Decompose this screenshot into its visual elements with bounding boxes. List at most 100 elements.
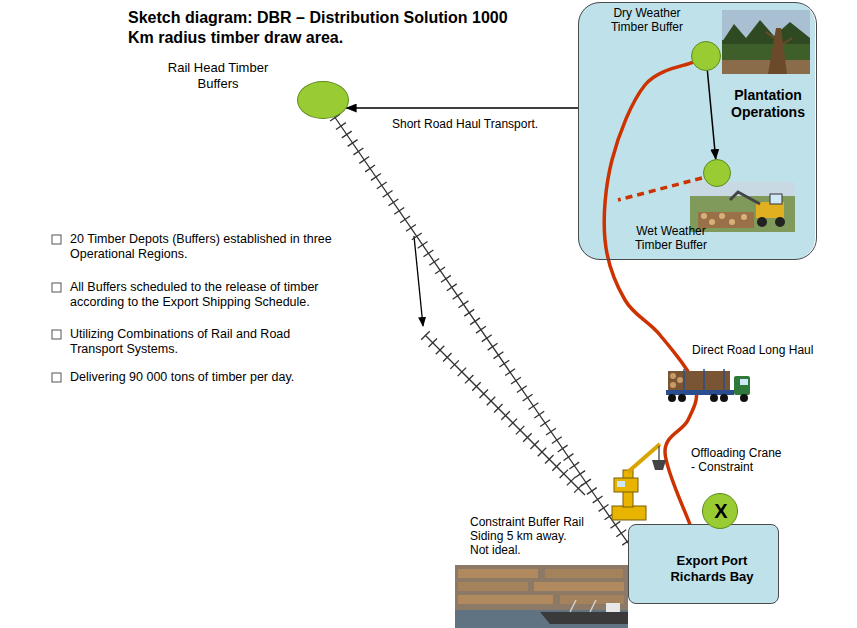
text-holder: Delivering 90 000 tons of timber per day… (70, 370, 332, 385)
buffer-label: Wet Weather Timber Buffer (625, 224, 717, 252)
text-holder: Offloading Crane - Constraint (691, 446, 785, 474)
haul-arrow (347, 107, 578, 109)
loader-photo (775, 217, 785, 227)
text-holder: Utilizing Combinations of Rail and Road … (70, 327, 332, 357)
rail-line (335, 117, 628, 543)
rail-line (335, 117, 628, 543)
log-truck (710, 394, 718, 402)
bullet-box (52, 330, 61, 339)
loader-photo (770, 194, 782, 204)
loader-photo (730, 192, 760, 204)
text-holder: Rail Head Timber Buffers (166, 60, 270, 92)
diagram-title: Sketch diagram: DBR – Distribution Solut… (128, 8, 508, 48)
siding-arrow (414, 236, 423, 326)
buffer-arrow (707, 71, 715, 159)
text-holder: Wet Weather Timber Buffer (625, 224, 717, 252)
haul-arrow (347, 108, 578, 109)
log-truck (678, 394, 686, 402)
text-holder: Sketch diagram: DBR – Distribution Solut… (128, 8, 508, 48)
buffer-label: Dry Weather Timber Buffer (606, 6, 688, 34)
road-route (604, 62, 696, 524)
text-holder: Direct Road Long Haul (692, 343, 817, 357)
log-truck (668, 371, 730, 390)
port-photo (606, 603, 620, 612)
log-truck (670, 373, 676, 379)
bullet-text: Utilizing Combinations of Rail and Road … (70, 327, 332, 357)
wet-access-road (618, 178, 702, 200)
bullet-box (52, 235, 61, 382)
forest-photo (722, 10, 810, 74)
text-holder: Export Port Richards Bay (651, 553, 773, 585)
rail-ties (335, 117, 628, 543)
log-truck (740, 394, 748, 402)
road-route (604, 62, 696, 524)
port-photo (455, 565, 628, 628)
offloading-crane (652, 460, 666, 470)
port-name: Export Port Richards Bay (651, 553, 773, 585)
port-photo (458, 595, 553, 604)
offloading-crane (614, 478, 638, 492)
wet-weather-buffer: Wet Weather Timber Buffer (703, 159, 731, 187)
port-photo (540, 612, 628, 624)
port-photo (570, 600, 596, 612)
text-holder: Short Road Haul Transport. (390, 114, 560, 132)
text-holder: 20 Timber Depots (Buffers) established i… (70, 232, 332, 262)
log-truck (740, 379, 748, 385)
loader-photo (701, 213, 707, 219)
siding-note: Constraint Buffer Rail Siding 5 km away.… (470, 515, 586, 557)
port-photo (458, 582, 528, 591)
text-holder: X (703, 500, 739, 522)
port-photo (534, 582, 624, 591)
forest-photo (766, 32, 792, 46)
loader-photo (698, 212, 754, 228)
log-truck (668, 394, 676, 402)
offloading-crane (612, 444, 666, 520)
loader-photo (729, 219, 735, 225)
offloading-crane (617, 481, 625, 487)
loader-photo (741, 214, 747, 220)
port-photo (455, 565, 628, 628)
rail-siding (425, 335, 585, 495)
constraint-mark: X (703, 500, 739, 522)
buffer-label: Rail Head Timber Buffers (166, 60, 270, 92)
loader-photo (709, 219, 715, 225)
constraint-marker: Offloading Crane - ConstraintX (702, 493, 738, 529)
forest-photo (722, 10, 810, 74)
route-label: Direct Road Long Haul (692, 343, 817, 357)
log-truck (677, 377, 683, 383)
edge-label: Short Road Haul Transport. (390, 117, 540, 131)
bullet-text: All Buffers scheduled to the release of … (70, 280, 332, 310)
bullet-box (52, 235, 61, 244)
offloading-crane (612, 506, 646, 520)
loader-photo (757, 217, 767, 227)
log-truck (684, 369, 724, 391)
port-photo (458, 569, 538, 578)
text-holder: All Buffers scheduled to the release of … (70, 280, 332, 310)
text-holder: Constraint Buffer Rail Siding 5 km away.… (470, 515, 586, 557)
buffer-arrow (707, 71, 715, 159)
log-truck (734, 376, 750, 395)
text-holder: Dry Weather Timber Buffer (606, 6, 688, 34)
bullet-box (52, 373, 61, 382)
log-truck (720, 394, 728, 402)
rail-siding (425, 335, 585, 495)
bullet-text: 20 Timber Depots (Buffers) established i… (70, 232, 332, 262)
port-photo (545, 569, 623, 578)
forest-photo (722, 60, 810, 74)
rail-siding (425, 335, 585, 495)
region-fill (578, 2, 815, 260)
log-truck (666, 369, 750, 402)
port-photo (560, 595, 624, 604)
rail-head-buffer: Rail Head Timber Buffers (297, 81, 349, 119)
region-title: Plantation Operations (725, 87, 811, 121)
forest-photo (722, 40, 810, 74)
port-box: Export Port Richards Bay (628, 524, 779, 604)
bullet-text: Delivering 90 000 tons of timber per day… (70, 370, 332, 385)
log-truck (670, 382, 676, 388)
offloading-crane (658, 446, 659, 460)
plantation-region: Plantation Operations Dry Weather Timber … (578, 2, 817, 260)
loader-photo (719, 213, 725, 219)
port-photo (455, 610, 628, 628)
constraint-label: Offloading Crane - Constraint (691, 446, 785, 474)
